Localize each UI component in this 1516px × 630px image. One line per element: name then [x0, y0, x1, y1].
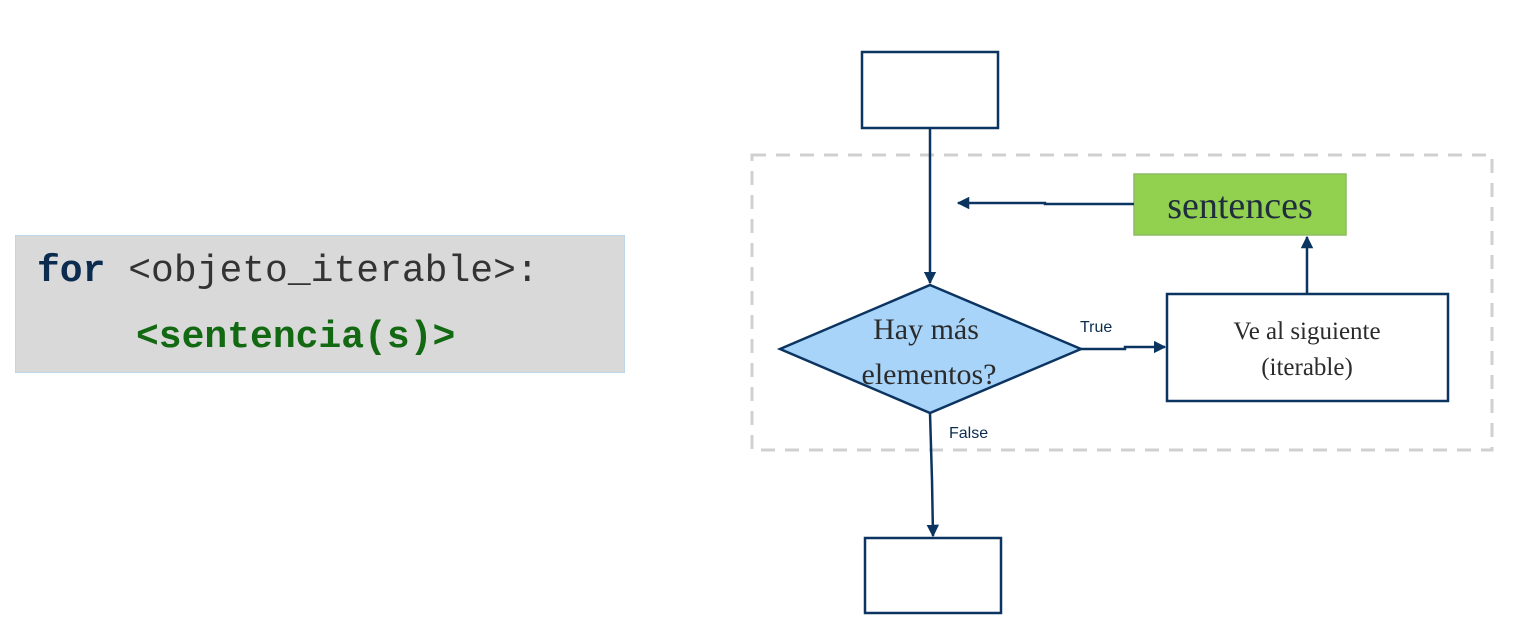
code-line-body: <sentencia(s)>	[136, 319, 455, 357]
code-snippet-box: for <objeto_iterable>: <sentencia(s)>	[15, 235, 625, 373]
for-keyword: for	[37, 250, 106, 293]
true-label: True	[1080, 319, 1112, 336]
false-label: False	[949, 425, 988, 442]
arrow-false-branch	[926, 412, 940, 538]
next-element-text-line-2: (iterable)	[1261, 354, 1353, 381]
statements-placeholder: <sentencia(s)>	[136, 316, 456, 359]
end-box	[863, 536, 1003, 615]
loop-region-border	[750, 153, 1494, 452]
iterable-placeholder: <objeto_iterable>:	[105, 250, 539, 293]
sentences-box	[1133, 173, 1347, 236]
decision-text-line-1: Hay más	[873, 313, 979, 346]
next-element-text-line-1: Ve al siguiente	[1233, 318, 1380, 345]
start-box	[860, 50, 1000, 130]
decision-text-line-2: elementos?	[862, 358, 997, 391]
decision-diamond	[776, 283, 1085, 415]
arrow-loop-back	[956, 196, 1134, 210]
sentences-label: sentences	[1167, 185, 1313, 227]
arrow-true-branch	[1081, 340, 1167, 354]
next-element-box	[1165, 292, 1450, 403]
code-line-for: for <objeto_iterable>:	[37, 253, 539, 291]
